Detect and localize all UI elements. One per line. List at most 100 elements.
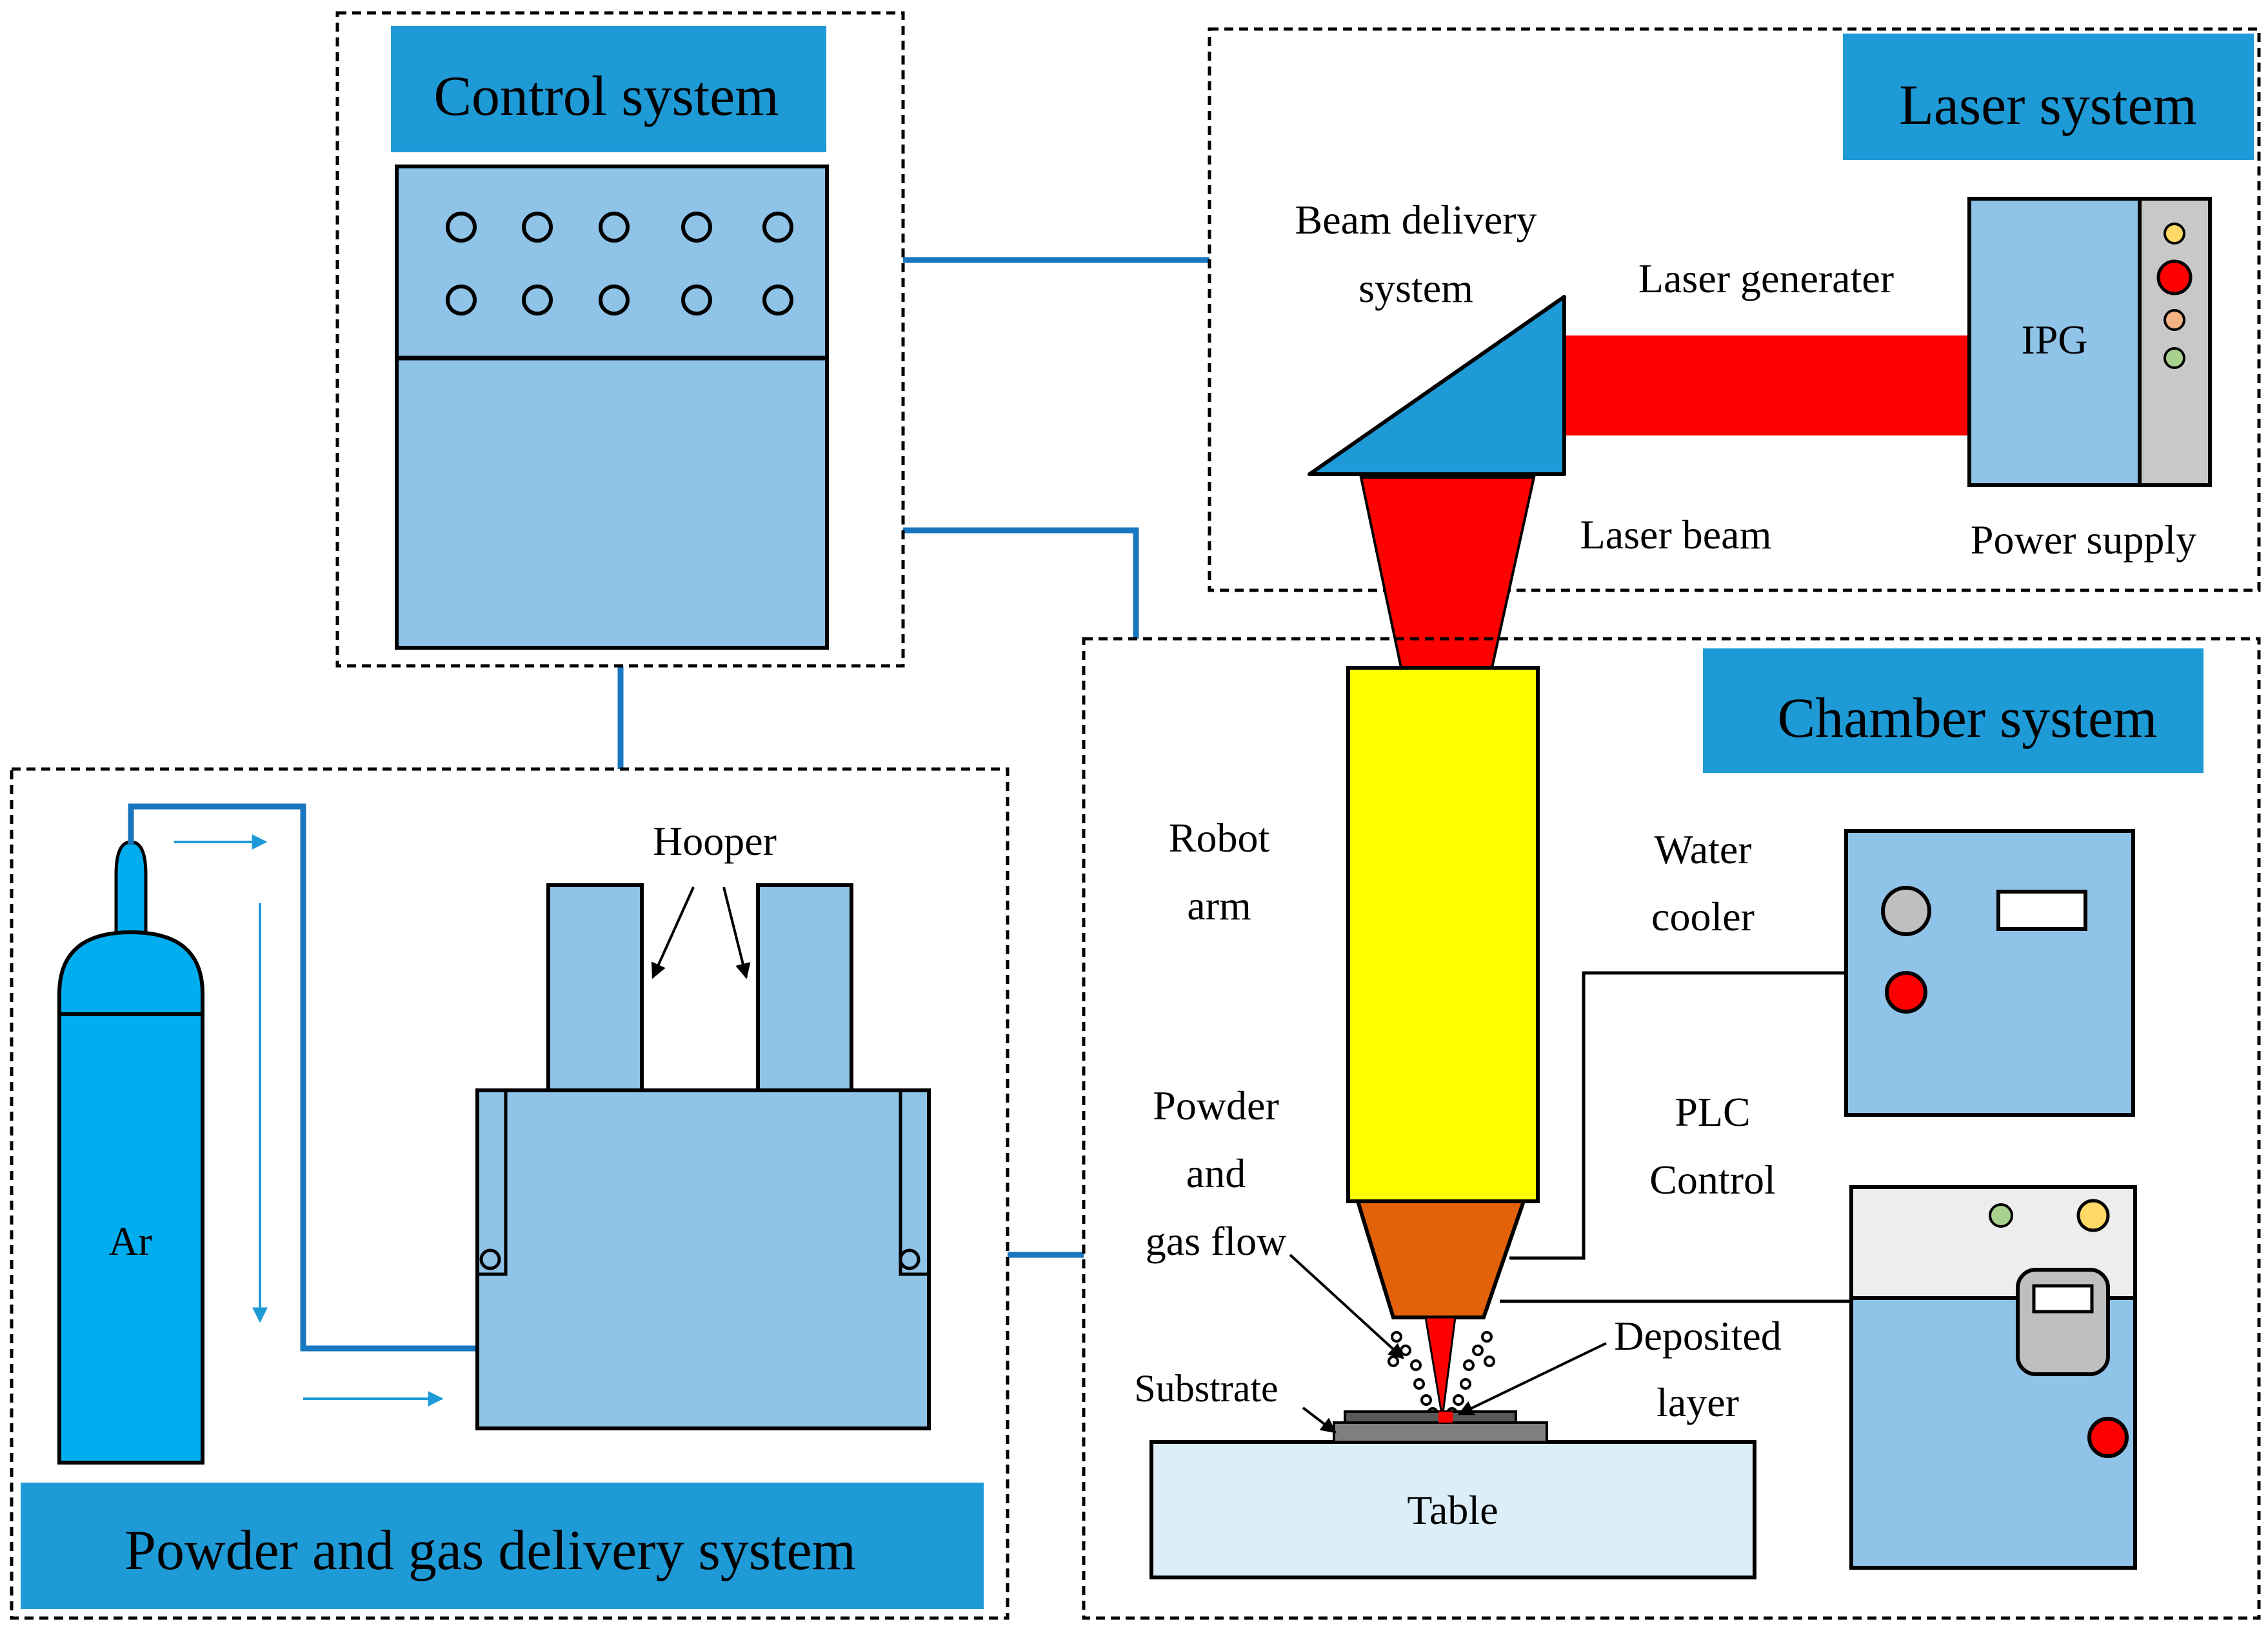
knob	[446, 285, 477, 315]
deposition-nozzle	[1355, 1199, 1527, 1319]
beam-delivery-label-line1: Beam delivery	[1295, 197, 1537, 243]
water-cooler-cable	[1509, 971, 1846, 1260]
chamber-system-frame	[1082, 637, 2261, 1620]
argon-cylinder-body	[57, 1012, 204, 1465]
powder-particle	[1410, 1359, 1422, 1371]
system-connectors	[617, 257, 1209, 1258]
knob	[522, 212, 553, 243]
powder-feeder-body	[475, 1088, 931, 1430]
deposited-layer-leader	[1457, 1342, 1607, 1416]
table-label: Table	[1407, 1487, 1498, 1533]
laser-beam-horizontal	[1564, 335, 1969, 435]
water-cooler-red-button	[1885, 971, 1927, 1014]
plc-control-label-line2: Control	[1649, 1157, 1776, 1203]
powder-flow-leader	[1289, 1254, 1404, 1359]
control-system-title: Control system	[433, 65, 779, 128]
knob	[446, 212, 477, 243]
deposited-layer-label-line2: layer	[1656, 1379, 1739, 1425]
knob	[599, 212, 630, 243]
substrate-label: Substrate	[1134, 1367, 1278, 1410]
control-knobs	[446, 212, 793, 315]
deposited-layer-label-line1: Deposited	[1614, 1313, 1782, 1359]
plc-red-button	[2087, 1417, 2129, 1458]
knob	[762, 212, 793, 243]
powder-flow-label-line2: and	[1186, 1150, 1246, 1196]
water-cooler-label-line2: cooler	[1651, 894, 1755, 939]
laser-system-frame	[1208, 27, 2261, 592]
substrate	[1344, 1410, 1517, 1424]
robot-arm	[1346, 666, 1540, 1203]
hopper-right	[756, 883, 853, 1092]
powder-gas-system-title: Powder and gas delivery system	[124, 1519, 856, 1582]
feeder-latch-right	[899, 1088, 931, 1276]
powder-flow-label-line3: gas flow	[1146, 1218, 1287, 1264]
substrate-leader	[1302, 1406, 1337, 1434]
hooper-leader-right	[722, 886, 751, 979]
chamber-system-title: Chamber system	[1777, 687, 2157, 750]
powder-particle	[1391, 1331, 1402, 1343]
control-cabinet	[395, 165, 829, 650]
hooper-label: Hooper	[653, 818, 777, 864]
chamber-cables	[1500, 971, 1851, 1303]
robot-arm-label-line2: arm	[1187, 883, 1251, 928]
argon-cylinder-neck	[114, 840, 148, 937]
control-system-title-box	[391, 26, 826, 152]
plc-indicator-green	[1989, 1203, 2013, 1228]
laser-generator-label: Laser generater	[1638, 255, 1894, 301]
powder-particle	[1484, 1356, 1495, 1367]
ipg-laser-unit	[1967, 197, 2142, 487]
powder-particle	[1400, 1345, 1411, 1356]
powder-particle	[1460, 1378, 1471, 1390]
laser-system-title-box	[1843, 34, 2254, 160]
argon-gas-line	[128, 803, 479, 1352]
knob	[681, 285, 712, 315]
powder-particle	[1420, 1394, 1432, 1406]
argon-label: Ar	[108, 1218, 152, 1264]
knob	[762, 285, 793, 315]
powder-particle	[1472, 1345, 1484, 1356]
water-cooler-display	[1996, 890, 2087, 931]
plc-display-screen	[2032, 1284, 2094, 1314]
gas-flow-arrows	[174, 834, 444, 1406]
powder-particle	[1388, 1356, 1399, 1367]
knob	[599, 285, 630, 315]
laser-system: Laser system Beam delivery system Laser …	[1208, 27, 2261, 592]
control-system-frame	[335, 11, 905, 668]
powder-flow-label-line1: Powder	[1153, 1083, 1279, 1128]
laser-beam-label: Laser beam	[1580, 512, 1772, 557]
powder-particle	[1463, 1359, 1475, 1371]
hopper-left	[546, 883, 644, 1092]
powder-gas-system-title-box	[21, 1483, 984, 1609]
feeder-latch-left-pin	[479, 1248, 501, 1270]
power-supply-label: Power supply	[1971, 517, 2196, 563]
leader-arrows	[1289, 1254, 1607, 1434]
powder-particle	[1413, 1378, 1425, 1390]
indicator-light-red	[2156, 259, 2193, 295]
argon-cylinder-shoulder	[57, 930, 204, 1016]
water-cooler-label-line1: Water	[1654, 826, 1751, 872]
beam-delivery-label-line2: system	[1358, 265, 1473, 311]
plc-indicator-yellow	[2076, 1199, 2110, 1232]
plc-control-label-line1: PLC	[1675, 1089, 1750, 1135]
feeder-latch-left	[475, 1088, 508, 1276]
hooper-leader-arrows	[651, 886, 751, 979]
control-system: Control system	[335, 11, 905, 668]
knob	[522, 285, 553, 315]
power-supply-unit	[2138, 197, 2212, 487]
indicator-light-green	[2164, 347, 2185, 369]
knob	[681, 212, 712, 243]
chamber-system: Chamber system Table Robo	[1082, 637, 2261, 1620]
feeder-latch-right-pin	[899, 1248, 920, 1270]
water-cooler-gauge	[1881, 886, 1931, 936]
powder-particle	[1453, 1394, 1464, 1406]
hooper-leader-left	[651, 886, 695, 979]
robot-arm-label-line1: Robot	[1169, 815, 1270, 861]
indicator-light-orange	[2164, 309, 2185, 331]
table	[1149, 1440, 1756, 1579]
powder-gas-system: Powder and gas delivery system Ar Hooper	[10, 767, 1010, 1620]
water-cooler-unit	[1844, 829, 2135, 1117]
control-chamber-connector	[903, 527, 1139, 639]
powder-particle	[1481, 1331, 1493, 1343]
laser-spot-beam	[1424, 1316, 1457, 1419]
